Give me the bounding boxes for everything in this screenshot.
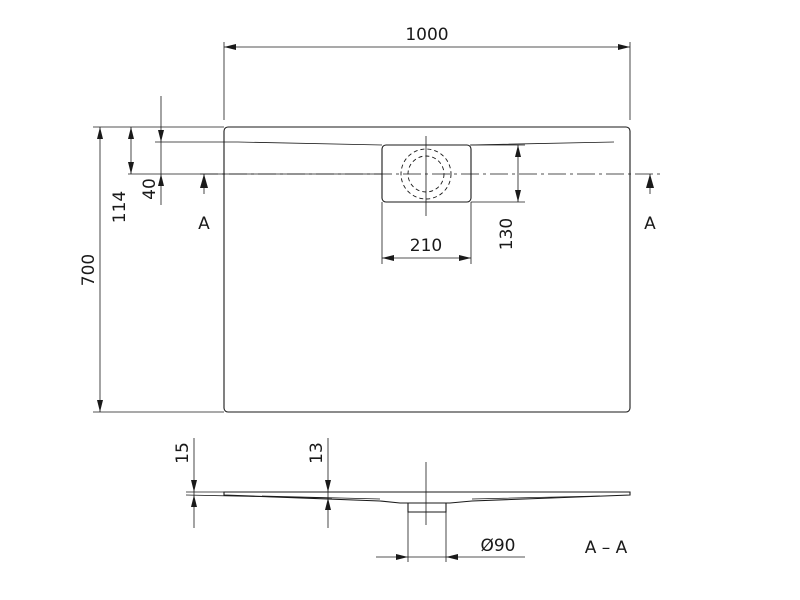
dim-40-label: 40 xyxy=(140,178,160,200)
dim-height-label: 700 xyxy=(79,254,99,286)
dim-arrow xyxy=(158,174,164,186)
dim-arrow xyxy=(128,162,134,174)
dim-arrow xyxy=(191,495,197,507)
dim-arrow xyxy=(325,498,331,510)
dim-90-label: Ø90 xyxy=(480,536,515,556)
dim-arrow xyxy=(97,127,103,139)
dim-arrow xyxy=(396,554,408,560)
outlet-pipe xyxy=(407,503,447,513)
tray-outline xyxy=(223,126,631,413)
dim-arrow xyxy=(158,130,164,142)
dim-arrow xyxy=(97,400,103,412)
dim-arrow xyxy=(515,145,521,157)
dim-210-label: 210 xyxy=(410,236,442,256)
dim-arrow xyxy=(382,255,394,261)
plan-view: 1000 700 114 40 210 130 A A xyxy=(79,25,660,413)
dim-130-label: 130 xyxy=(497,218,517,250)
dim-arrow xyxy=(446,554,458,560)
dim-114-label: 114 xyxy=(110,191,130,223)
drain-cover xyxy=(381,144,472,203)
dim-arrow xyxy=(618,44,630,50)
dim-arrow xyxy=(191,480,197,492)
dim-arrow xyxy=(224,44,236,50)
section-marker-left: A xyxy=(198,214,210,234)
section-view: 15 13 Ø90 A – A xyxy=(173,438,631,562)
dim-arrow xyxy=(515,190,521,202)
section-arrow-right xyxy=(646,174,654,188)
tray-profile xyxy=(223,491,631,504)
dim-15-label: 15 xyxy=(173,442,193,464)
dim-arrow xyxy=(459,255,471,261)
drain-outer-circle xyxy=(400,148,452,200)
ext-line-bottom-section xyxy=(185,494,333,499)
section-arrow-left xyxy=(200,174,208,188)
dim-13-label: 13 xyxy=(307,442,327,464)
section-label: A – A xyxy=(585,538,628,558)
dim-arrow xyxy=(325,480,331,492)
dim-arrow xyxy=(128,127,134,139)
dim-width-label: 1000 xyxy=(405,25,448,45)
section-marker-right: A xyxy=(644,214,656,234)
channel-edge-line xyxy=(237,141,615,146)
